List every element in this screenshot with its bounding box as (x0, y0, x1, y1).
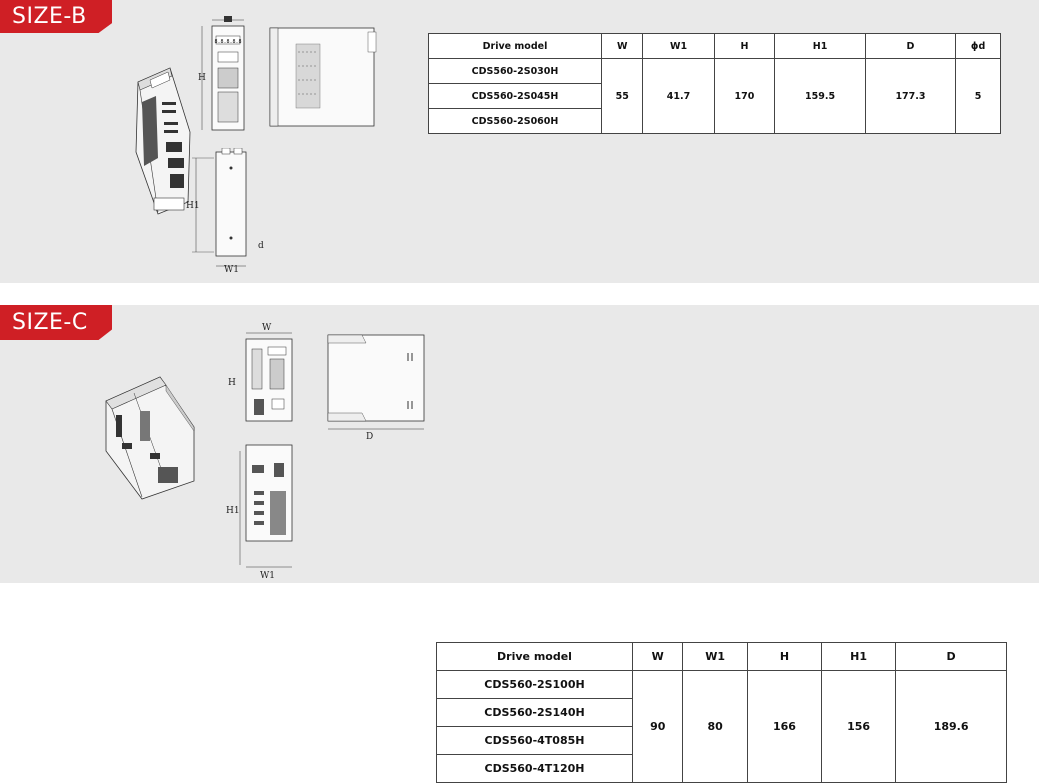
header-drive-model: Drive model (428, 33, 602, 59)
table-row: CDS560-2S100H 90 80 166 156 189.6 (436, 670, 1007, 783)
value-h1: 159.5 (774, 58, 866, 134)
table-row: CDS560-2S030H 55 41.7 170 159.5 177.3 5 (428, 58, 1001, 134)
size-c-isometric-drawing (100, 371, 210, 501)
size-c-panel: SIZE-C W H (0, 305, 1039, 783)
size-b-isometric-drawing (128, 62, 198, 222)
model-cell: CDS560-2S060H (428, 108, 602, 134)
model-cell: CDS560-2S045H (428, 83, 602, 109)
value-phi-d: 5 (955, 58, 1001, 134)
size-b-label-h: H (198, 73, 206, 83)
model-cell: CDS560-4T085H (436, 726, 633, 755)
value-h1: 156 (821, 670, 897, 783)
value-d: 189.6 (895, 670, 1007, 783)
size-b-rear-view: H1 W1 d (186, 148, 276, 274)
table-header-row: Drive model W W1 H H1 D ϕd (428, 33, 1001, 59)
table-row: CDS560-2S045H (428, 83, 1001, 109)
size-b-panel: SIZE-B 8.8.8.8.8 (0, 0, 1039, 283)
model-cell: CDS560-2S100H (436, 670, 633, 699)
size-c-side-view: D (322, 331, 432, 441)
table-header-row: Drive model W W1 H H1 D (436, 642, 1007, 671)
value-w: 55 (600, 58, 644, 134)
svg-text:8.8.8.8.8: 8.8.8.8.8 (214, 39, 241, 45)
value-w: 90 (631, 670, 684, 783)
value-w1: 80 (682, 670, 748, 783)
size-c-label-h: H (228, 378, 236, 388)
size-b-tag: SIZE-B (0, 0, 112, 33)
size-c-tag: SIZE-C (0, 305, 112, 340)
header-w1: W1 (682, 642, 748, 671)
value-h: 166 (746, 670, 823, 783)
model-cell: CDS560-2S030H (428, 58, 602, 84)
size-b-label-w1: W1 (224, 265, 239, 274)
header-w: W (631, 642, 684, 671)
size-c-rear-view: H1 W1 (226, 441, 306, 581)
header-d: D (864, 33, 957, 59)
size-c-front-view: W H (226, 319, 306, 431)
header-w: W (600, 33, 644, 59)
size-c-label-w: W (262, 323, 272, 333)
header-h1: H1 (821, 642, 897, 671)
header-w1: W1 (642, 33, 715, 59)
size-b-label-h1: H1 (186, 201, 200, 211)
size-c-label-h1: H1 (226, 506, 240, 516)
header-d: D (895, 642, 1007, 671)
table-row: CDS560-2S060H (428, 108, 1001, 134)
header-drive-model: Drive model (436, 642, 633, 671)
model-cell: CDS560-4T120H (436, 754, 633, 783)
size-c-label-w1: W1 (260, 571, 275, 581)
header-h1: H1 (774, 33, 866, 59)
size-b-spec-table: Drive model W W1 H H1 D ϕd CDS560-2S030H… (428, 33, 1001, 134)
model-cell: CDS560-2S140H (436, 698, 633, 727)
size-c-label-d: D (366, 432, 373, 441)
value-d: 177.3 (864, 58, 957, 134)
header-h: H (713, 33, 776, 59)
value-w1: 41.7 (642, 58, 715, 134)
header-phi-d: ϕd (955, 33, 1001, 59)
size-b-front-view: 8.8.8.8.8 H (196, 16, 252, 136)
header-h: H (746, 642, 823, 671)
size-b-side-view (264, 22, 382, 134)
size-c-spec-table: Drive model W W1 H H1 D CDS560-2S100H 90… (436, 642, 1007, 783)
value-h: 170 (713, 58, 776, 134)
size-b-label-d: d (258, 241, 264, 251)
